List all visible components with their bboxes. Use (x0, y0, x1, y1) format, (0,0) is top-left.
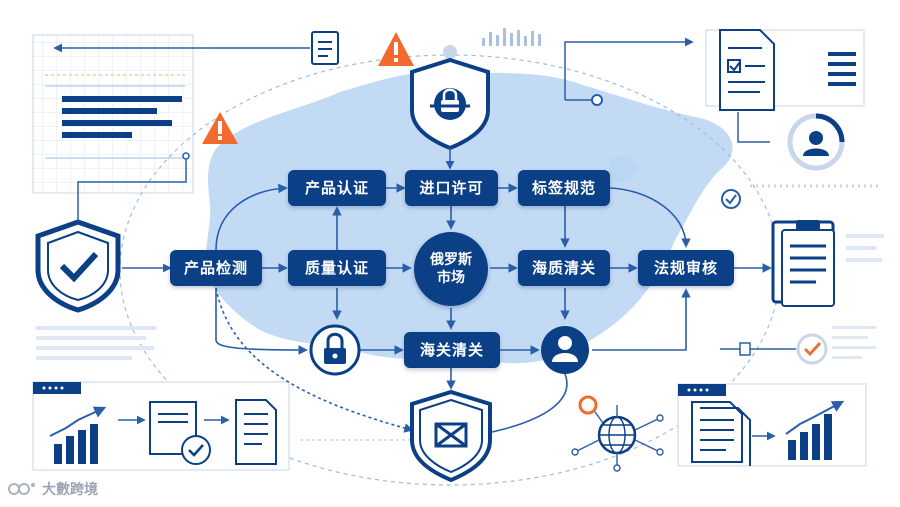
import-license-node: 进口许可 (405, 170, 498, 206)
user-icon (541, 326, 589, 374)
flow-connectors (215, 183, 772, 433)
product-cert-node: 产品认证 (288, 170, 386, 206)
document-check-icon (149, 401, 211, 465)
brand-logo-icon (8, 483, 35, 495)
warning-icon (378, 32, 414, 66)
connector (737, 112, 770, 143)
top-left-dashboard (32, 34, 194, 194)
left-text-lines (36, 326, 156, 360)
bar-chart-icon (785, 400, 845, 460)
connector-node (182, 152, 190, 160)
sea-quality-node: 海质清关 (518, 250, 610, 286)
shield-lock-icon (410, 389, 492, 483)
quality-cert-node: 质量认证 (288, 250, 386, 286)
connector (77, 158, 187, 222)
user-icon (787, 113, 845, 171)
lock-icon (309, 324, 361, 376)
check-circle-icon (796, 333, 828, 365)
document-stack-icon (705, 29, 865, 111)
plug-connector (720, 342, 796, 356)
clipboard-icon (771, 220, 835, 307)
label-spec-node: 标签规范 (518, 170, 610, 206)
center-label-line2: 市场 (437, 270, 465, 286)
check-circle-icon (721, 189, 741, 209)
bottom-right-report-panel (677, 383, 867, 467)
center-label-line1: 俄罗斯 (430, 252, 472, 268)
law-review-node: 法规审核 (638, 250, 734, 286)
shield-check-icon (35, 219, 121, 313)
bar-chart-icon (49, 406, 107, 464)
document-icon (235, 399, 277, 465)
russia-market-node: 俄罗斯 市场 (414, 232, 488, 306)
bottom-left-report-panel (32, 381, 290, 471)
right-lines (832, 326, 876, 359)
warning-icon (202, 112, 238, 144)
watermark: 大數跨境 (8, 478, 98, 500)
watermark-text: 大數跨境 (42, 482, 98, 498)
connector-node (591, 94, 603, 106)
connector (564, 37, 694, 100)
small-bar-chart (482, 28, 541, 46)
shield-lock-icon (410, 45, 490, 151)
customs-node: 海关清关 (404, 332, 500, 368)
right-text-lines (846, 234, 884, 262)
product-test-node: 产品检测 (170, 250, 262, 286)
map-island (608, 155, 637, 182)
globe-network-icon (571, 404, 664, 472)
orange-node (578, 395, 598, 415)
document-icon (311, 31, 339, 65)
